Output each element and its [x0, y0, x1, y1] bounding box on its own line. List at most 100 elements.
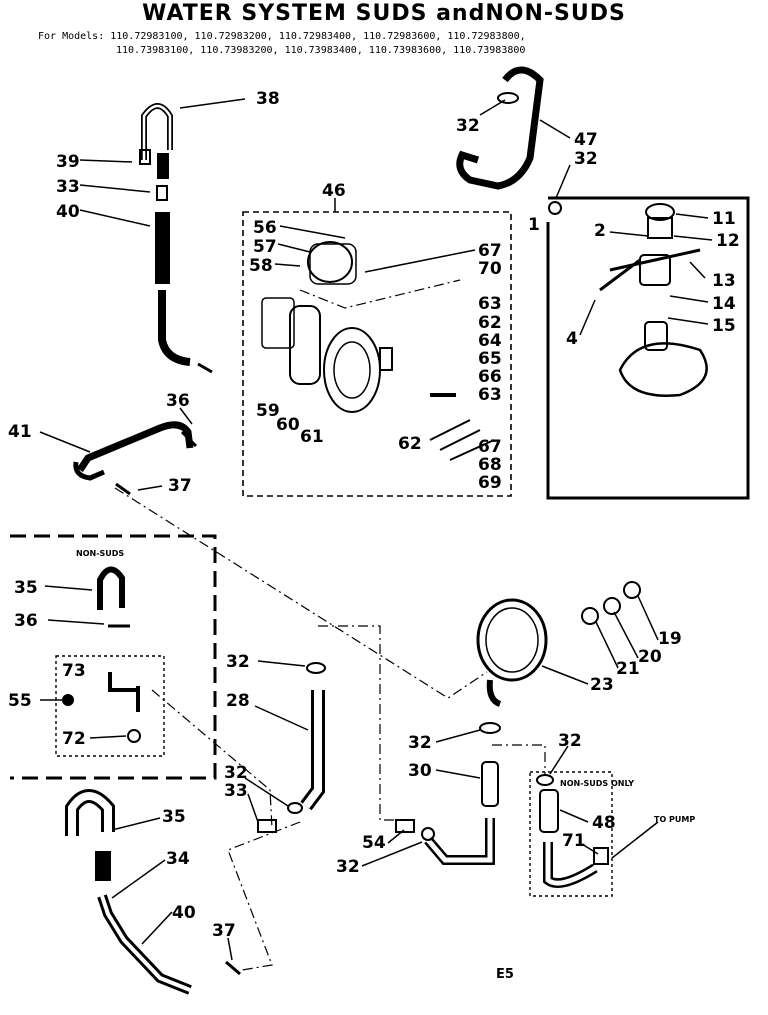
callout-37-lower: 37 — [212, 921, 236, 941]
nonsuds-box — [10, 534, 217, 780]
callout-40: 40 — [56, 202, 80, 222]
callout-32-top: 32 — [456, 116, 480, 136]
ring-20 — [603, 597, 621, 615]
callout-69: 69 — [478, 473, 502, 493]
pump-motor-57 — [307, 241, 353, 283]
hose-path-5 — [492, 744, 546, 775]
callout-32-30: 32 — [408, 733, 432, 753]
callout-11: 11 — [712, 209, 736, 229]
callout-32-54: 32 — [336, 857, 360, 877]
callout-62b: 62 — [398, 434, 422, 454]
hose-48 — [539, 789, 559, 833]
callout-33-lower: 33 — [224, 781, 248, 801]
pump-cover — [379, 347, 393, 371]
pump-link-line — [299, 279, 461, 309]
callout-20: 20 — [638, 647, 662, 667]
callout-numbers: 38 39 33 40 36 41 37 46 56 57 58 67 70 6… — [8, 89, 740, 941]
hose-path-3 — [318, 625, 405, 821]
callout-67: 67 — [478, 241, 502, 261]
nozzle-subassembly-box — [55, 655, 165, 757]
callout-68: 68 — [478, 455, 502, 475]
callout-73: 73 — [62, 661, 86, 681]
callout-23: 23 — [590, 675, 614, 695]
callout-1: 1 — [528, 215, 540, 235]
callout-36: 36 — [166, 391, 190, 411]
to-pump-label: TO PUMP — [654, 815, 695, 824]
callout-63b: 63 — [478, 385, 502, 405]
clamp-32-lower — [548, 201, 562, 215]
callout-15: 15 — [712, 316, 736, 336]
models-line-1: For Models: 110.72983100, 110.72983200, … — [38, 31, 526, 42]
nonsuds-only-label: NON-SUDS ONLY — [560, 779, 634, 788]
callout-39: 39 — [56, 152, 80, 172]
nonsuds-box-label: NON-SUDS — [76, 549, 124, 558]
nozzle-73 — [62, 694, 74, 706]
callout-40-lower: 40 — [172, 903, 196, 923]
callout-32-48: 32 — [558, 731, 582, 751]
hose-path-2 — [151, 689, 273, 829]
connector-33 — [156, 185, 168, 201]
callout-58: 58 — [249, 256, 273, 276]
callout-37: 37 — [168, 476, 192, 496]
valve-base — [618, 342, 708, 397]
callout-61: 61 — [300, 427, 324, 447]
callout-13: 13 — [712, 271, 736, 291]
callout-35-nonsuds: 35 — [14, 578, 38, 598]
callout-55: 55 — [8, 691, 32, 711]
pump-housing-59 — [289, 305, 321, 385]
callout-60: 60 — [276, 415, 300, 435]
callout-32-b: 32 — [574, 149, 598, 169]
clamp-32-28 — [306, 662, 326, 674]
washer-72 — [127, 729, 141, 743]
callout-57: 57 — [253, 237, 277, 257]
callout-63: 63 — [478, 294, 502, 314]
callout-59: 59 — [256, 401, 280, 421]
page-title: WATER SYSTEM SUDS andNON-SUDS — [142, 1, 626, 26]
clamp-32-48 — [536, 774, 554, 786]
clamp-32-54 — [421, 827, 435, 841]
connector-33-lower — [257, 819, 277, 833]
models-line-2: 110.73983100, 110.73983200, 110.73983400… — [116, 45, 526, 56]
callout-66: 66 — [478, 367, 502, 387]
hose-35-nonsuds — [97, 566, 125, 610]
callout-19: 19 — [658, 629, 682, 649]
callout-4: 4 — [566, 329, 578, 349]
hose-30 — [481, 761, 499, 807]
callout-32-28: 32 — [226, 652, 250, 672]
ring-19 — [623, 581, 641, 599]
callout-2: 2 — [594, 221, 606, 241]
callout-33: 33 — [56, 177, 80, 197]
dispenser-23 — [476, 598, 548, 682]
callout-70: 70 — [478, 259, 502, 279]
pump-screws — [429, 419, 495, 461]
hose-41 — [77, 421, 194, 472]
callout-35-lower: 35 — [162, 807, 186, 827]
callout-36-nonsuds: 36 — [14, 611, 38, 631]
clamp-37-lower — [225, 960, 241, 976]
callout-47: 47 — [574, 130, 598, 150]
hose-38 — [141, 103, 173, 160]
callout-54: 54 — [362, 833, 386, 853]
callout-72: 72 — [62, 729, 86, 749]
callout-65: 65 — [478, 349, 502, 369]
callout-28: 28 — [226, 691, 250, 711]
connector-54 — [395, 819, 415, 833]
page-code: E5 — [496, 967, 514, 982]
callout-38: 38 — [256, 89, 280, 109]
connector-71 — [593, 847, 609, 865]
valve-body — [647, 217, 673, 239]
pump-assembly-box — [242, 211, 512, 497]
callout-62: 62 — [478, 313, 502, 333]
clamp-32-top — [497, 92, 519, 104]
callout-12: 12 — [716, 231, 740, 251]
nonsuds-only-box — [529, 771, 613, 897]
callout-67b: 67 — [478, 437, 502, 457]
leader-lines — [39, 98, 713, 961]
pump-diaphragm-61 — [323, 327, 381, 413]
text-labels: NON-SUDS NON-SUDS ONLY TO PUMP — [76, 549, 695, 824]
clamp-32-30 — [479, 722, 501, 734]
callout-21: 21 — [616, 659, 640, 679]
valve-cap-11 — [645, 203, 675, 221]
callout-14: 14 — [712, 294, 736, 314]
